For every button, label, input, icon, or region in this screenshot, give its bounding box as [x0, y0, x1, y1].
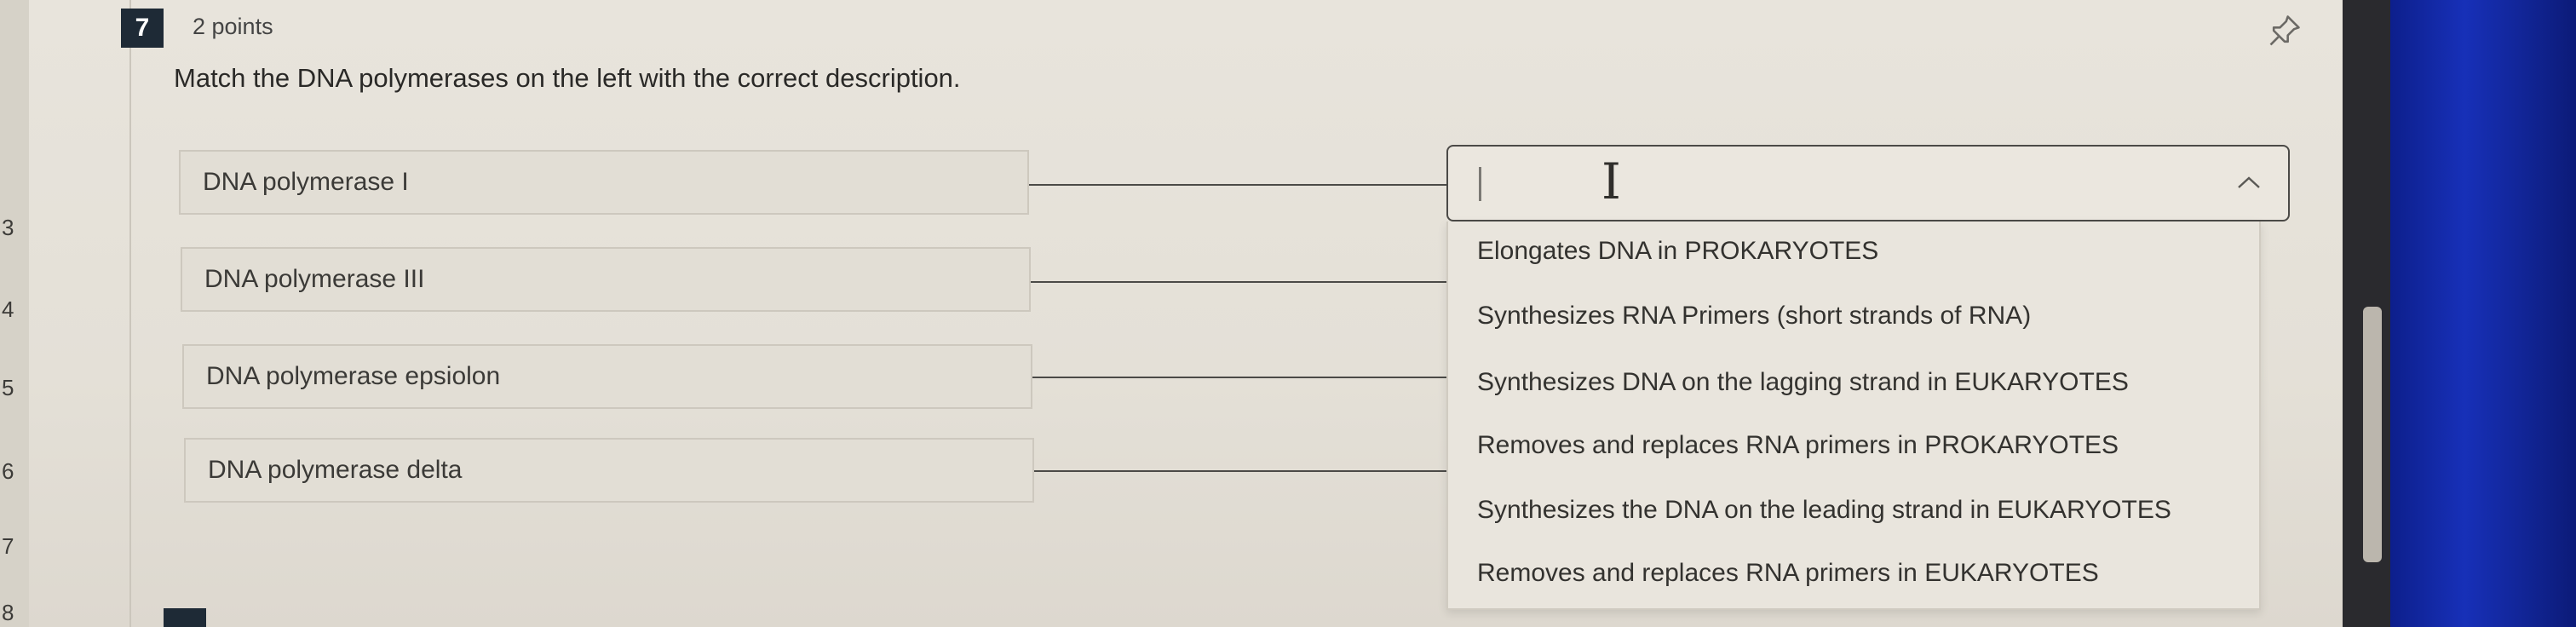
- background-edge: [2390, 0, 2576, 627]
- nav-question-4[interactable]: 4: [2, 296, 14, 322]
- term-dna-polymerase-iii: DNA polymerase III: [181, 247, 1031, 312]
- connector-line: [1032, 377, 1458, 378]
- nav-question-3[interactable]: 3: [2, 215, 14, 240]
- select-dropdown-list: Elongates DNA in PROKARYOTES Synthesizes…: [1446, 221, 2261, 610]
- connector-line: [1031, 281, 1457, 283]
- connector-line: [1029, 184, 1446, 186]
- option-elongates-dna-prokaryotes[interactable]: Elongates DNA in PROKARYOTES: [1477, 237, 1879, 265]
- term-label: DNA polymerase I: [203, 168, 409, 196]
- option-leading-strand-eukaryotes[interactable]: Synthesizes the DNA on the leading stran…: [1477, 496, 2171, 524]
- term-label: DNA polymerase epsiolon: [206, 362, 501, 390]
- next-question-badge: 8: [164, 608, 206, 627]
- answer-select[interactable]: I: [1446, 145, 2290, 221]
- term-dna-polymerase-delta: DNA polymerase delta: [184, 438, 1034, 503]
- term-dna-polymerase-i: DNA polymerase I: [179, 150, 1029, 215]
- option-lagging-strand-eukaryotes[interactable]: Synthesizes DNA on the lagging strand in…: [1477, 368, 2129, 396]
- ibeam-cursor-icon: I: [1601, 152, 1621, 210]
- nav-question-7[interactable]: 7: [2, 533, 14, 559]
- term-label: DNA polymerase delta: [208, 456, 463, 484]
- chevron-up-icon[interactable]: [2232, 170, 2266, 196]
- panel-divider: [129, 0, 131, 627]
- option-synthesizes-rna-primers[interactable]: Synthesizes RNA Primers (short strands o…: [1477, 302, 2032, 330]
- option-removes-primers-prokaryotes[interactable]: Removes and replaces RNA primers in PROK…: [1477, 431, 2119, 459]
- nav-question-8[interactable]: 8: [2, 600, 14, 625]
- option-removes-primers-eukaryotes[interactable]: Removes and replaces RNA primers in EUKA…: [1477, 559, 2099, 587]
- text-caret: [1479, 167, 1481, 201]
- scrollbar-thumb[interactable]: [2363, 307, 2382, 562]
- question-nav-rail: 3 4 5 6 7 8: [0, 0, 30, 627]
- question-prompt: Match the DNA polymerases on the left wi…: [174, 63, 961, 93]
- nav-question-6[interactable]: 6: [2, 458, 14, 484]
- term-label: DNA polymerase III: [204, 265, 425, 293]
- connector-line: [1034, 470, 1460, 472]
- pin-icon[interactable]: [2266, 12, 2303, 49]
- question-points: 2 points: [193, 14, 273, 39]
- nav-question-5[interactable]: 5: [2, 375, 14, 400]
- term-dna-polymerase-epsilon: DNA polymerase epsiolon: [182, 344, 1032, 409]
- question-number-badge: 7: [121, 9, 164, 48]
